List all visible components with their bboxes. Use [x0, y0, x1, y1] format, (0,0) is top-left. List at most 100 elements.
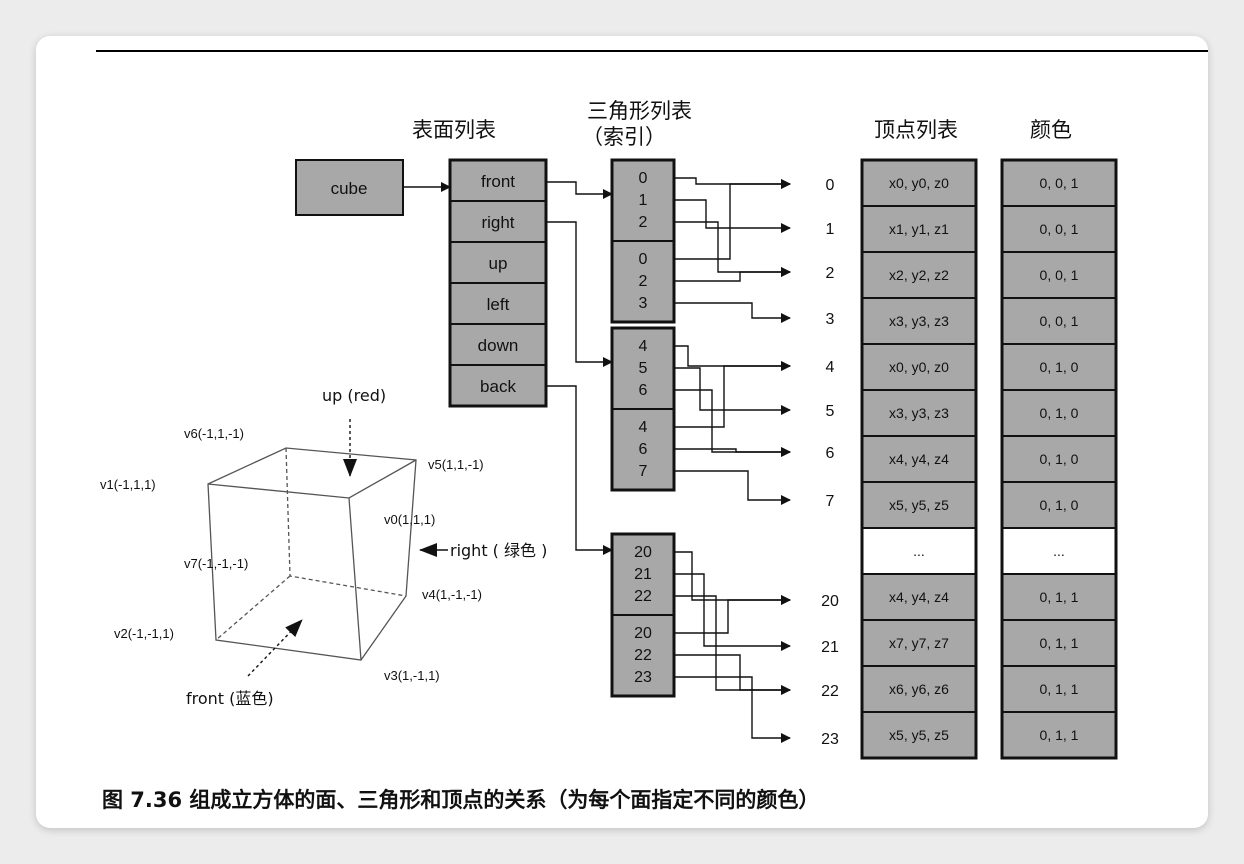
color-list-value: 0, 0, 1 [1040, 175, 1079, 191]
triangles-header: 三角形列表 [587, 99, 692, 123]
wire-2-0 [674, 551, 791, 605]
vertex-list-value: ... [913, 543, 925, 559]
wire-2-1 [674, 573, 791, 651]
color-list-value: 0, 1, 0 [1040, 451, 1079, 467]
cube-data-structure-diagram: 表面列表 三角形列表 （索引） 顶点列表 颜色 cube frontrightu… [100, 99, 1118, 760]
face-label-down: down [478, 336, 519, 355]
vertex-list-value: x7, y7, z7 [889, 635, 949, 651]
wire-1-3 [674, 361, 791, 428]
up-face-label: up (red) [322, 386, 386, 405]
faces-frame [448, 158, 548, 408]
vertex-list-value: x0, y0, z0 [889, 359, 949, 375]
wire-1-0 [674, 345, 791, 371]
vertex-list-value: x4, y4, z4 [889, 451, 949, 467]
vertex-index-7: 7 [826, 493, 835, 510]
face-label-right: right [481, 213, 514, 232]
wire-0-2 [674, 221, 791, 277]
color-list-cell [1001, 251, 1117, 299]
color-list-value: 0, 1, 0 [1040, 497, 1079, 513]
faces-header: 表面列表 [412, 118, 496, 142]
triangle-index-2-0: 20 [634, 544, 652, 561]
color-list-value: 0, 0, 1 [1040, 313, 1079, 329]
cube-front-vertical-edge [348, 497, 362, 661]
wire-1-4 [674, 447, 791, 457]
vertex-index-0: 0 [826, 177, 835, 194]
color-list-value: ... [1053, 543, 1065, 559]
triangle-index-0-2: 2 [639, 214, 648, 231]
vertex-v4-label: v4(1,-1,-1) [422, 587, 482, 602]
cube-outline [207, 447, 417, 661]
vertex-index-21: 21 [821, 639, 839, 656]
front-connector [546, 181, 613, 199]
cube-label: cube [331, 179, 368, 198]
vertex-list-value: x3, y3, z3 [889, 405, 949, 421]
vertex-v0-label: v0(1,1,1) [384, 512, 435, 527]
cube-wireframe [207, 419, 448, 677]
triangle-index-0-0: 0 [639, 170, 648, 187]
figure-caption: 图 7.36 组成立方体的面、三角形和顶点的关系（为每个面指定不同的颜色） [102, 788, 820, 812]
vertex-list-cell [861, 711, 977, 759]
triangle-index-1-1: 5 [639, 360, 648, 377]
triangle-index-2-3: 20 [634, 625, 652, 642]
wire-1-2 [674, 389, 791, 457]
triangle-index-1-4: 6 [639, 441, 648, 458]
vertex-list-value: x3, y3, z3 [889, 313, 949, 329]
vertex-v5-label: v5(1,1,-1) [428, 457, 484, 472]
front-arrow [247, 619, 303, 677]
color-list-value: 0, 0, 1 [1040, 267, 1079, 283]
wire-0-4 [674, 267, 791, 282]
vertex-v6-label: v6(-1,1,-1) [184, 426, 244, 441]
wire-2-5 [674, 676, 791, 743]
cube-hidden-bottom-edge [215, 575, 291, 641]
color-list: 0, 0, 1 0, 0, 1 0, 0, 1 0, 0, 1 0, 1, 0 0, 1,… [1000, 158, 1118, 760]
triangle-index-1-0: 4 [639, 338, 648, 355]
vertex-index-22: 22 [821, 683, 839, 700]
triangle-index-2-1: 21 [634, 566, 652, 583]
color-list-cell [1001, 619, 1117, 667]
color-list-cell [1001, 573, 1117, 621]
vertex-list-value: x2, y2, z2 [889, 267, 949, 283]
vertex-list-value: x0, y0, z0 [889, 175, 949, 191]
color-list-value: 0, 1, 1 [1040, 589, 1079, 605]
wire-0-1 [674, 199, 791, 233]
vertex-list-value: x1, y1, z1 [889, 221, 949, 237]
top-rule [96, 50, 1208, 52]
vertex-list-value: x5, y5, z5 [889, 727, 949, 743]
color-list-value: 0, 1, 1 [1040, 635, 1079, 651]
triangle-box-2-1 [611, 614, 675, 697]
front-face-label: front (蓝色) [186, 689, 274, 708]
triangle-index-2-5: 23 [634, 669, 652, 686]
color-list-value: 0, 0, 1 [1040, 221, 1079, 237]
triangle-index-1-5: 7 [639, 463, 648, 480]
triangle-index-1-2: 6 [639, 382, 648, 399]
cube-top-front-edges [207, 459, 417, 499]
vertex-v2-label: v2(-1,-1,1) [114, 626, 174, 641]
vertex-list-cell [861, 527, 977, 575]
vertex-list-frame [860, 158, 978, 760]
vertex-list-value: x4, y4, z4 [889, 589, 949, 605]
face-label-back: back [480, 377, 516, 396]
color-list-value: 0, 1, 1 [1040, 681, 1079, 697]
color-list-value: 0, 1, 0 [1040, 405, 1079, 421]
colors-header: 颜色 [1030, 118, 1072, 142]
vertex-list-cell [861, 665, 977, 713]
wire-0-3 [674, 179, 791, 260]
vertex-index-20: 20 [821, 593, 839, 610]
wire-2-3 [674, 595, 791, 634]
back-connector [546, 385, 613, 555]
color-list-value: 0, 1, 0 [1040, 359, 1079, 375]
triangle-group-frame-1 [610, 326, 676, 492]
vertex-index-2: 2 [826, 265, 835, 282]
right-face-label: right ( 绿色 ) [450, 541, 547, 560]
vertex-index-1: 1 [826, 221, 835, 238]
vertex-list-value: x6, y6, z6 [889, 681, 949, 697]
wire-0-5 [674, 302, 791, 323]
wire-1-1 [674, 367, 791, 415]
triangle-index-0-1: 1 [639, 192, 648, 209]
face-label-up: up [489, 254, 508, 273]
vertex-index-4: 4 [826, 359, 835, 376]
color-list-frame [1000, 158, 1118, 760]
